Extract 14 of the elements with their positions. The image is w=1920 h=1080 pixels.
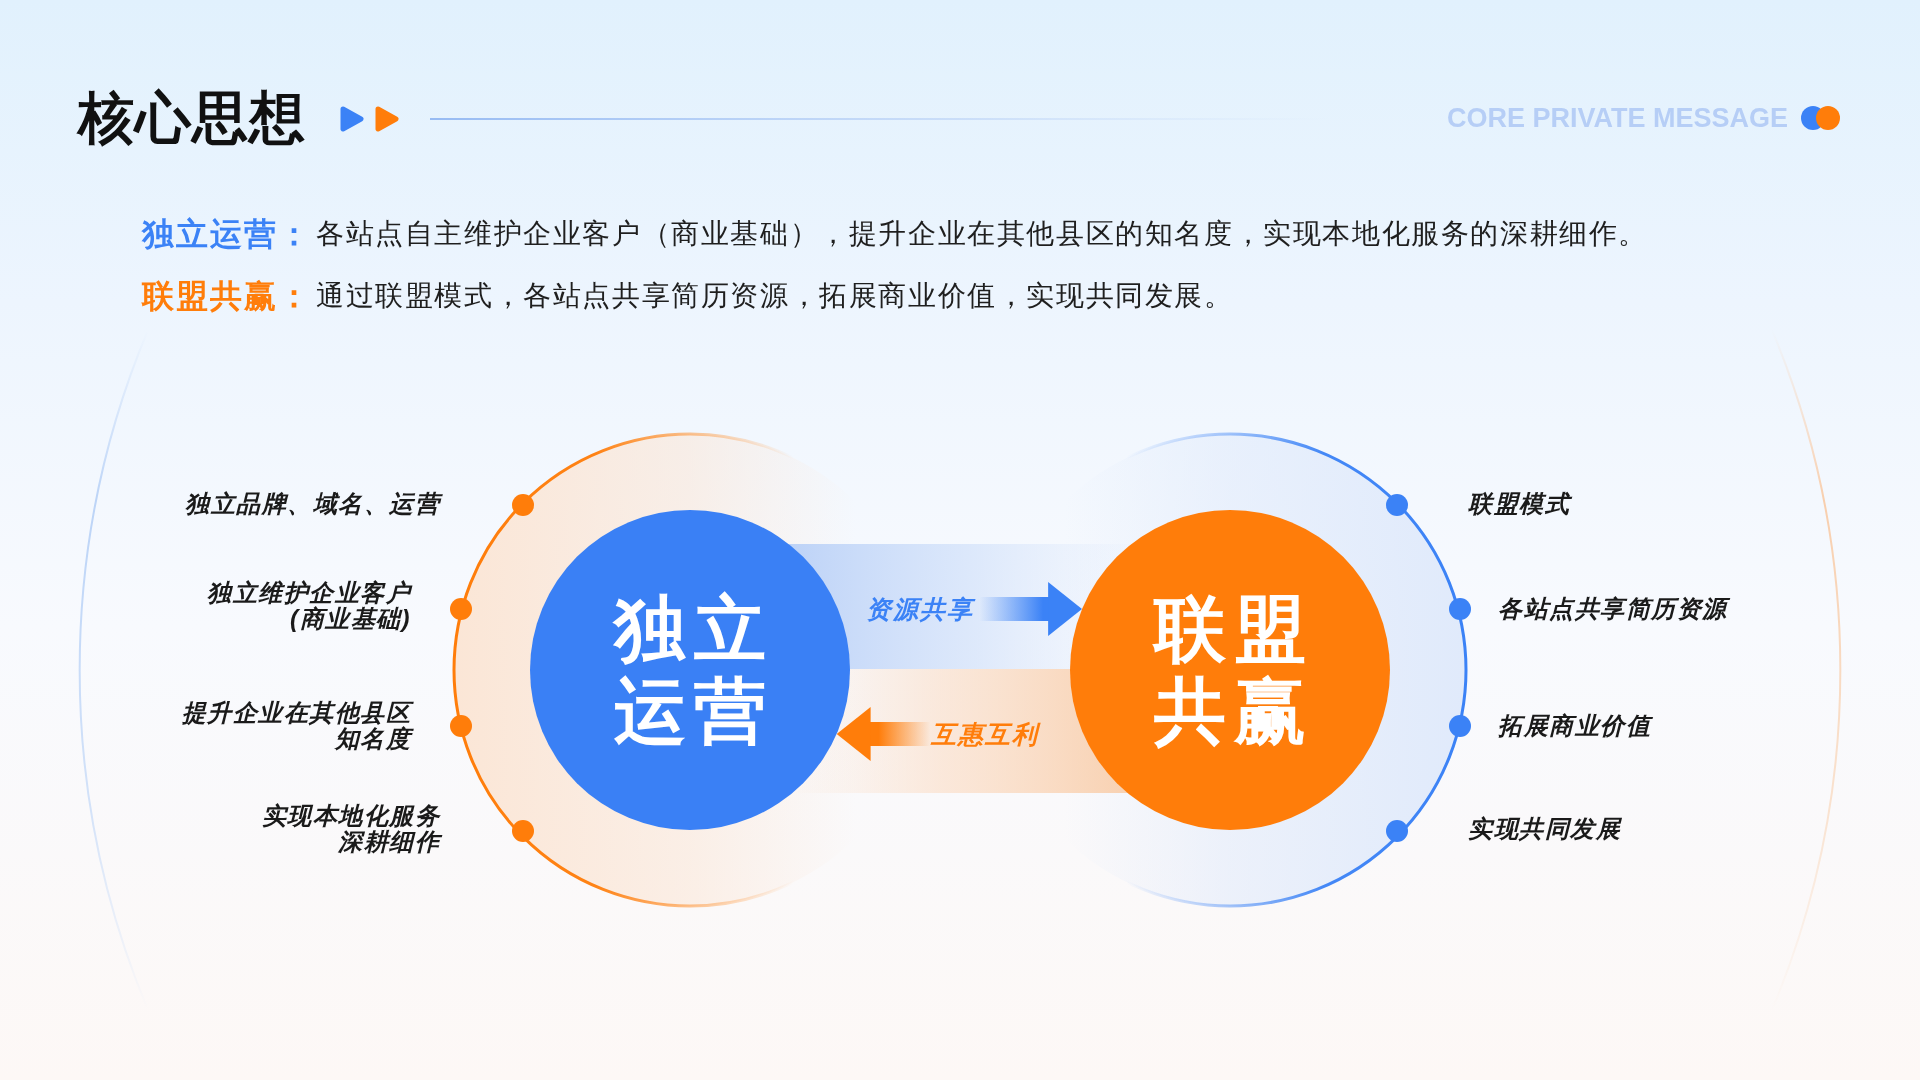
description-text: 通过联盟模式，各站点共享简历资源，拓展商业价值，实现共同发展。 [316, 279, 1234, 313]
point-text: 各站点共享简历资源 [1498, 596, 1728, 622]
point-text: 联盟模式 [1468, 491, 1570, 517]
description-text: 各站点自主维护企业客户（商业基础），提升企业在其他县区的知名度，实现本地化服务的深耕细作。 [316, 217, 1648, 251]
key-term: 独立运营： [142, 214, 312, 254]
edge-label: 互惠互利 [931, 719, 1039, 749]
key-term: 联盟共赢： [142, 276, 312, 316]
circle-node: 联盟共赢 [1070, 510, 1390, 830]
point-text: 独立维护企业客户(商业基础) [206, 580, 411, 632]
title: 核心思想 [78, 85, 306, 152]
point-text: 拓展商业价值 [1498, 713, 1651, 739]
circle-node: 独立运营 [530, 510, 850, 830]
edge-label: 资源共享 [866, 594, 974, 624]
point-text: 实现共同发展 [1468, 816, 1621, 842]
